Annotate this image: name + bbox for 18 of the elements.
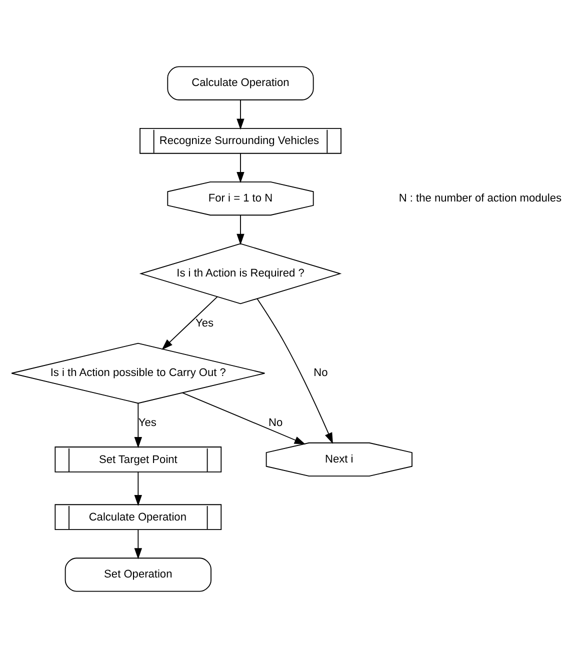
edge-label: No [268, 416, 283, 428]
arrow [134, 402, 142, 448]
node-box: Set Operation [64, 557, 212, 592]
arrow [134, 471, 142, 506]
label: N : the number of action modules [398, 192, 562, 204]
edge-label: Yes [196, 316, 214, 329]
edge-label: No [314, 366, 328, 379]
node-diamond: Is i th Action possible to Carry Out ? [11, 342, 266, 404]
arrow [182, 392, 306, 444]
arrow [236, 214, 244, 244]
arrow [162, 296, 218, 350]
edge-label: Yes [138, 416, 156, 428]
node-box: Calculate Operation [167, 66, 314, 100]
arrow [236, 152, 244, 183]
node-diamond: Is i th Action is Required ? [139, 242, 342, 304]
arrow [236, 99, 244, 130]
arrow [134, 528, 142, 559]
arrow [256, 298, 333, 444]
